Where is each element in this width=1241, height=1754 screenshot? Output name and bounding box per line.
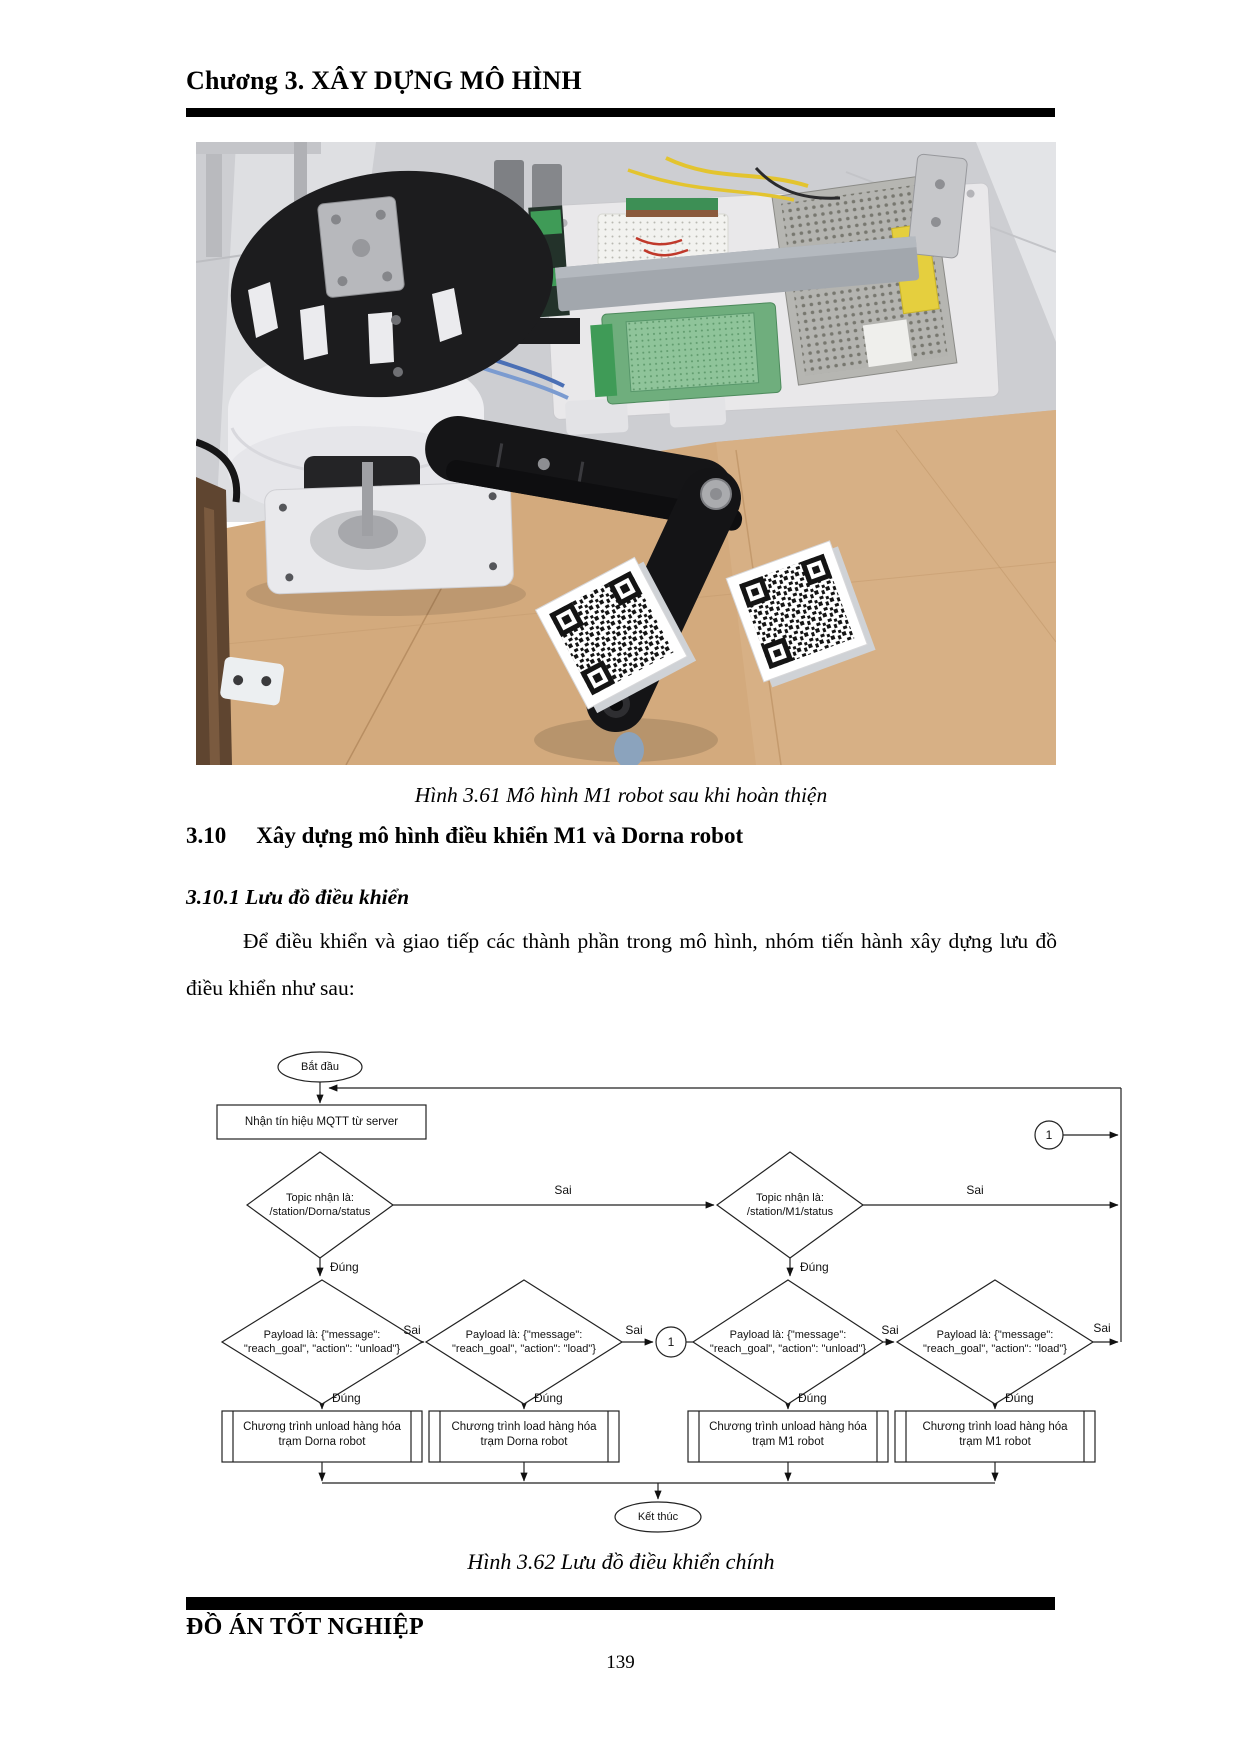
edge-label-sai-6: Sai <box>1093 1321 1111 1335</box>
decision-payload-m1-unload <box>691 1279 885 1405</box>
connector-label-mid: 1 <box>667 1335 675 1349</box>
edge-label-dung-3: Đúng <box>332 1391 361 1405</box>
receive-label: Nhận tín hiệu MQTT từ server <box>244 1116 399 1128</box>
section-title: Xây dựng mô hình điều khiển M1 và Dorna … <box>256 823 744 848</box>
edge-label-dung-5: Đúng <box>798 1391 827 1405</box>
robot-disc <box>230 170 554 398</box>
process-unload-m1 <box>687 1410 889 1463</box>
decision-topic-dorna-text: Topic nhận là:/station/Dorna/status <box>269 1192 371 1218</box>
edge-label-sai-5: Sai <box>881 1323 899 1337</box>
suction-tip <box>614 732 644 765</box>
decision-payload-dorna-load <box>424 1279 624 1405</box>
process-unload-dorna <box>221 1410 423 1463</box>
page-number: 139 <box>606 1652 635 1673</box>
process-load-m1 <box>894 1410 1096 1463</box>
subsection-heading: 3.10.1 Lưu đồ điều khiển <box>186 885 410 909</box>
qr-card-2 <box>725 540 876 688</box>
figure-3-62-caption: Hình 3.62 Lưu đồ điều khiển chính <box>467 1549 775 1574</box>
flowchart-3-62: Bắt đầu Nhận tín hiệu MQTT từ server Top… <box>186 1040 1136 1548</box>
edge-label-dung-1: Đúng <box>330 1260 359 1274</box>
robot-photo <box>196 142 1056 765</box>
decision-payload-dorna-unload-text: Payload là: {"message":"reach_goal", "ac… <box>243 1329 401 1355</box>
footer-title: ĐỒ ÁN TỐT NGHIỆP <box>186 1614 424 1640</box>
flowchart-connectors <box>216 1051 1122 1533</box>
decision-payload-dorna-unload <box>220 1279 424 1405</box>
body-paragraph: Để điều khiển và giao tiếp các thành phầ… <box>186 929 1057 1000</box>
corner-bracket <box>220 656 284 706</box>
connector-label-top: 1 <box>1045 1128 1053 1142</box>
edge-label-sai-3: Sai <box>403 1323 421 1337</box>
gray-rail-block <box>554 236 920 312</box>
figure-3-61-caption: Hình 3.61 Mô hình M1 robot sau khi hoàn … <box>414 783 828 807</box>
header-rule <box>186 108 1055 117</box>
receive-box <box>216 1104 427 1140</box>
process-load-dorna <box>428 1410 620 1463</box>
footer-rule <box>186 1597 1055 1610</box>
connector-circle-mid <box>655 1326 687 1358</box>
section-number: 3.10 <box>186 823 227 848</box>
decision-topic-dorna <box>245 1151 395 1259</box>
decision-payload-dorna-load-text: Payload là: {"message":"reach_goal", "ac… <box>452 1329 596 1355</box>
decision-payload-m1-load-text: Payload là: {"message":"reach_goal", "ac… <box>923 1329 1067 1355</box>
decision-payload-m1-load <box>895 1279 1095 1405</box>
prototype-board <box>590 302 782 405</box>
start-oval <box>277 1051 363 1083</box>
robot-photo-art <box>196 142 1056 765</box>
stepper-motor-plate <box>317 196 405 298</box>
end-label: Kết thúc <box>637 1511 679 1523</box>
metal-bracket-right <box>907 153 968 259</box>
edge-label-sai-4: Sai <box>625 1323 643 1337</box>
connector-circle-top <box>1034 1120 1064 1150</box>
decision-payload-m1-unload-text: Payload là: {"message":"reach_goal", "ac… <box>709 1329 867 1355</box>
edge-label-sai-2: Sai <box>966 1183 984 1197</box>
section-heading: 3.10 Xây dựng mô hình điều khiển M1 và Do… <box>186 823 743 849</box>
aluminum-frame <box>196 142 321 257</box>
edge-label-dung-4: Đúng <box>534 1391 563 1405</box>
start-label: Bắt đầu <box>301 1061 339 1073</box>
disc-cutouts <box>248 282 462 364</box>
cable <box>196 438 241 503</box>
decision-topic-m1 <box>715 1151 865 1259</box>
edge-label-dung-6: Đúng <box>1005 1391 1034 1405</box>
edge-label-dung-2: Đúng <box>800 1260 829 1274</box>
qr-card-1 <box>534 556 697 714</box>
end-oval <box>614 1501 702 1533</box>
edge-label-sai-1: Sai <box>554 1183 572 1197</box>
decision-topic-m1-text: Topic nhận là:/station/M1/status <box>746 1192 834 1218</box>
chapter-title: Chương 3. XÂY DỰNG MÔ HÌNH <box>186 66 582 95</box>
wood-edge-strip <box>196 477 232 765</box>
